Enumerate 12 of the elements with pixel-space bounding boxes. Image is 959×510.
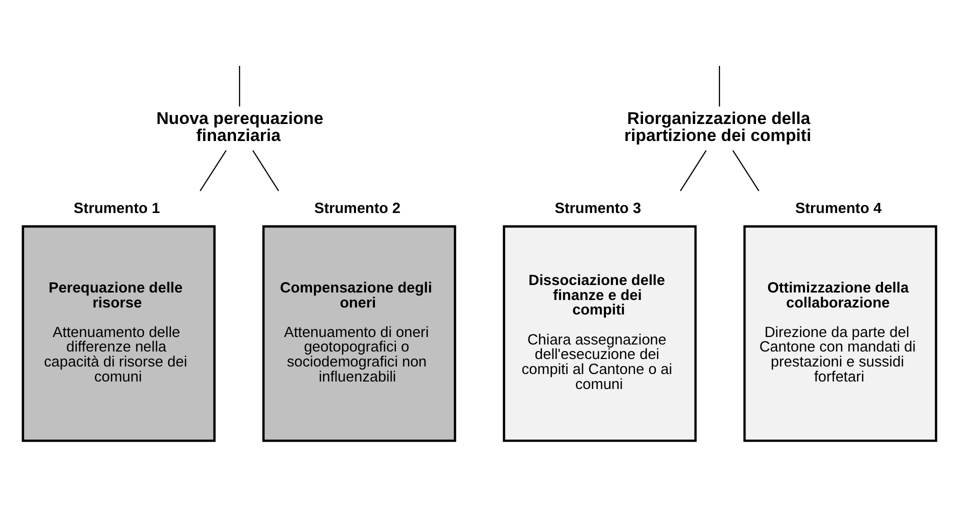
node-label: Strumento 3: [554, 200, 642, 217]
node-text: Nuova perequazione finanziaria: [156, 108, 324, 144]
connector: [732, 150, 760, 191]
node-text: Riorganizzazione della ripartizione dei compiti: [624, 108, 812, 144]
node-label: Strumento 4: [795, 200, 882, 217]
node-label: Strumento 1: [74, 200, 160, 217]
connector: [200, 150, 227, 191]
connector: [252, 150, 280, 191]
connector: [718, 65, 720, 106]
connector: [238, 65, 240, 106]
node-label: Strumento 2: [314, 200, 401, 217]
connector: [680, 150, 707, 191]
